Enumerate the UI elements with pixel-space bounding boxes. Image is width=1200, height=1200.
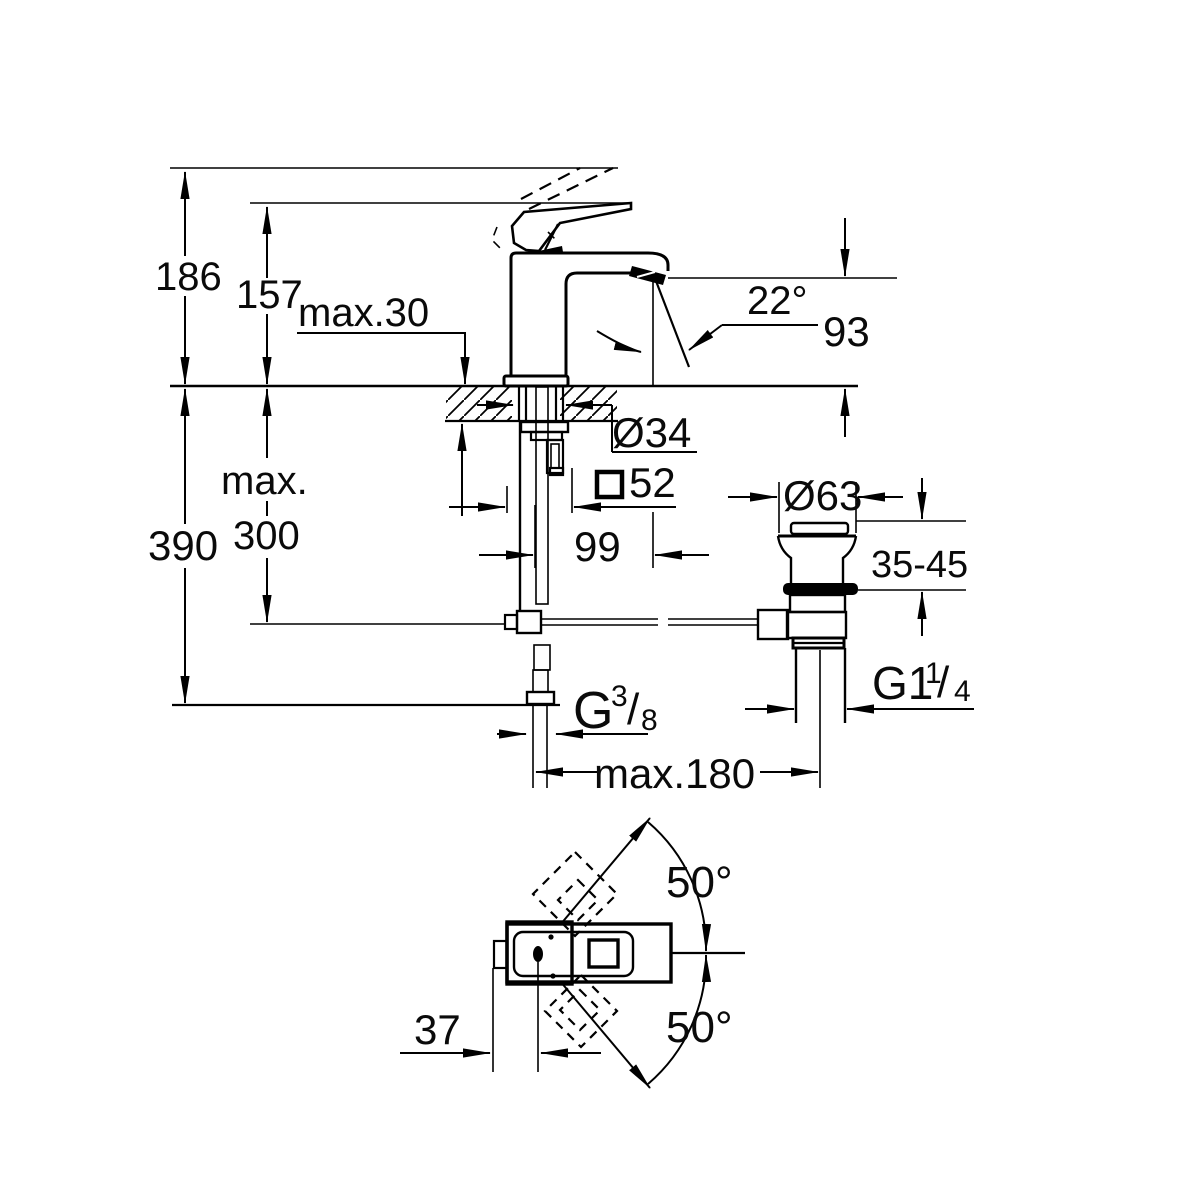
handle-rotated-positions <box>531 850 619 1049</box>
faucet-body <box>502 251 670 388</box>
waste-knob <box>756 608 790 641</box>
waste-gasket <box>783 583 858 595</box>
dim-waste-thread-numerator: 1 <box>925 657 942 690</box>
dim-spout-reach: 99 <box>574 523 621 570</box>
pop-up-rod <box>503 422 757 635</box>
dim-spout-height: 93 <box>823 308 870 355</box>
dim-hose-max-word: max. <box>221 459 308 503</box>
dim-waste-thread-slash: / <box>937 658 950 707</box>
dim-supply-thread-slash: / <box>627 685 640 734</box>
dim-handle-swing-lower: 50° <box>666 1003 733 1052</box>
lever-handle <box>491 167 633 253</box>
dim-supply-thread-numerator: 3 <box>611 680 628 713</box>
countertop-section <box>446 387 617 420</box>
dim-basin-clamp-range: 35-45 <box>871 544 968 586</box>
square-symbol <box>594 469 625 500</box>
dimension-lines <box>180 171 974 777</box>
dim-waste-flange-diameter: Ø63 <box>783 472 862 519</box>
handle-back-tab <box>492 939 509 970</box>
dim-hose-max-value: 300 <box>233 514 300 558</box>
base-plate <box>502 374 570 388</box>
dim-overall-height: 186 <box>155 255 222 299</box>
handle-plan-body <box>492 920 673 986</box>
water-stream <box>596 280 818 385</box>
side-view: 186 157 max.30 22° 93 max. 300 390 Ø34 5… <box>148 167 974 797</box>
waste-assembly <box>756 521 858 788</box>
waste-plug <box>789 521 850 536</box>
dim-install-span: max.180 <box>594 750 755 797</box>
handle-button <box>587 938 620 969</box>
rod-position-dot <box>533 946 543 962</box>
handle-swing-indicators <box>559 817 712 1089</box>
dim-supply-thread-letter: G <box>573 682 613 740</box>
dim-supply-thread-denominator: 8 <box>641 704 658 737</box>
dim-body-square: 52 <box>629 459 676 506</box>
plan-view: 50° 50° 37 <box>400 817 745 1089</box>
dim-hose-depth: 390 <box>148 522 218 569</box>
g38-nut <box>525 690 556 706</box>
plan-dimensions <box>400 962 601 1072</box>
aerator-outlet <box>629 266 666 285</box>
dim-waste-thread-denominator: 4 <box>954 675 971 708</box>
dim-waste-thread-main: G1 <box>872 657 933 709</box>
dim-handle-rod-offset: 37 <box>414 1006 461 1053</box>
dim-spray-angle: 22° <box>747 279 808 323</box>
dimension-labels: 186 157 max.30 22° 93 max. 300 390 Ø34 5… <box>148 255 971 797</box>
dim-handle-swing-upper: 50° <box>666 858 733 907</box>
dim-shank-diameter: Ø34 <box>612 409 691 456</box>
dim-spout-tip-height: 157 <box>236 273 303 317</box>
supply-hose <box>525 386 556 788</box>
plan-labels: 50° 50° 37 <box>414 858 733 1053</box>
dim-deck-thickness: max.30 <box>298 291 429 335</box>
lever-raised-dashed <box>491 167 614 249</box>
